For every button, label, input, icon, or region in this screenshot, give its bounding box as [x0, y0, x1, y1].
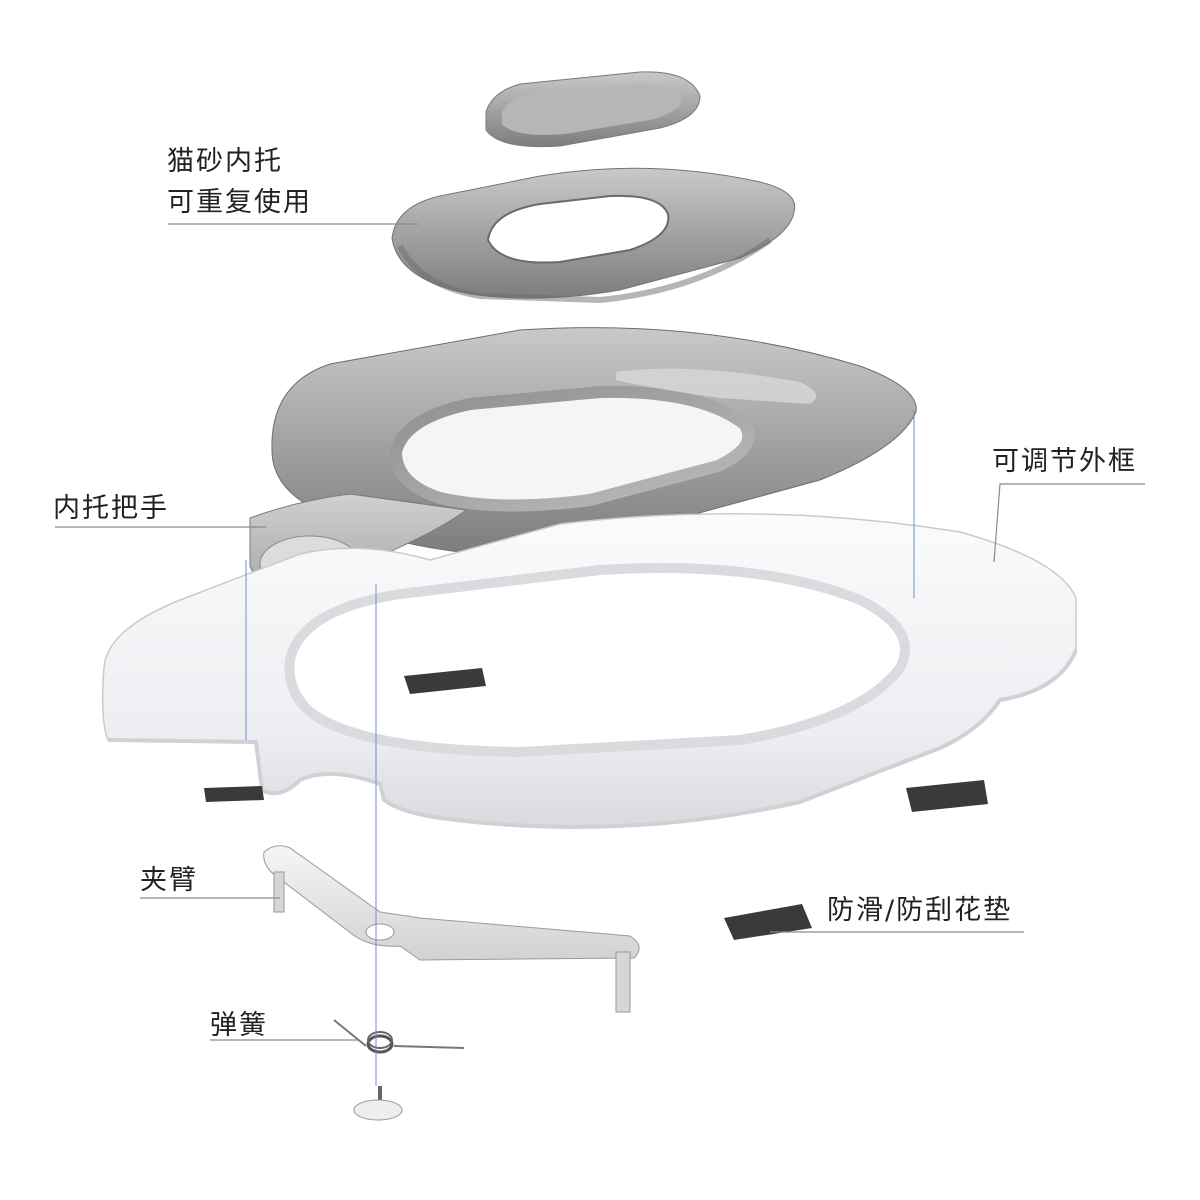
label-clamp-arm: 夹臂 — [140, 867, 198, 894]
adjustable-outer-frame — [103, 514, 1076, 827]
label-spring: 弹簧 — [210, 1012, 268, 1039]
label-tray-handle: 内托把手 — [53, 495, 169, 522]
small-inner-dish — [486, 72, 700, 147]
reusable-inner-tray — [392, 168, 795, 300]
label-anti-slip-pad: 防滑/防刮花垫 — [827, 897, 1012, 924]
pivot-screw — [354, 1086, 402, 1120]
pad-2 — [204, 786, 264, 802]
pad-3 — [906, 780, 988, 812]
label-inner-tray-title: 猫砂内托 — [167, 148, 283, 175]
label-adjustable-frame: 可调节外框 — [992, 448, 1137, 475]
label-inner-tray-reusable: 可重复使用 — [167, 189, 312, 216]
clamp-arm-part — [264, 846, 639, 1012]
spring-part — [334, 1020, 464, 1052]
pad-4 — [724, 904, 812, 940]
